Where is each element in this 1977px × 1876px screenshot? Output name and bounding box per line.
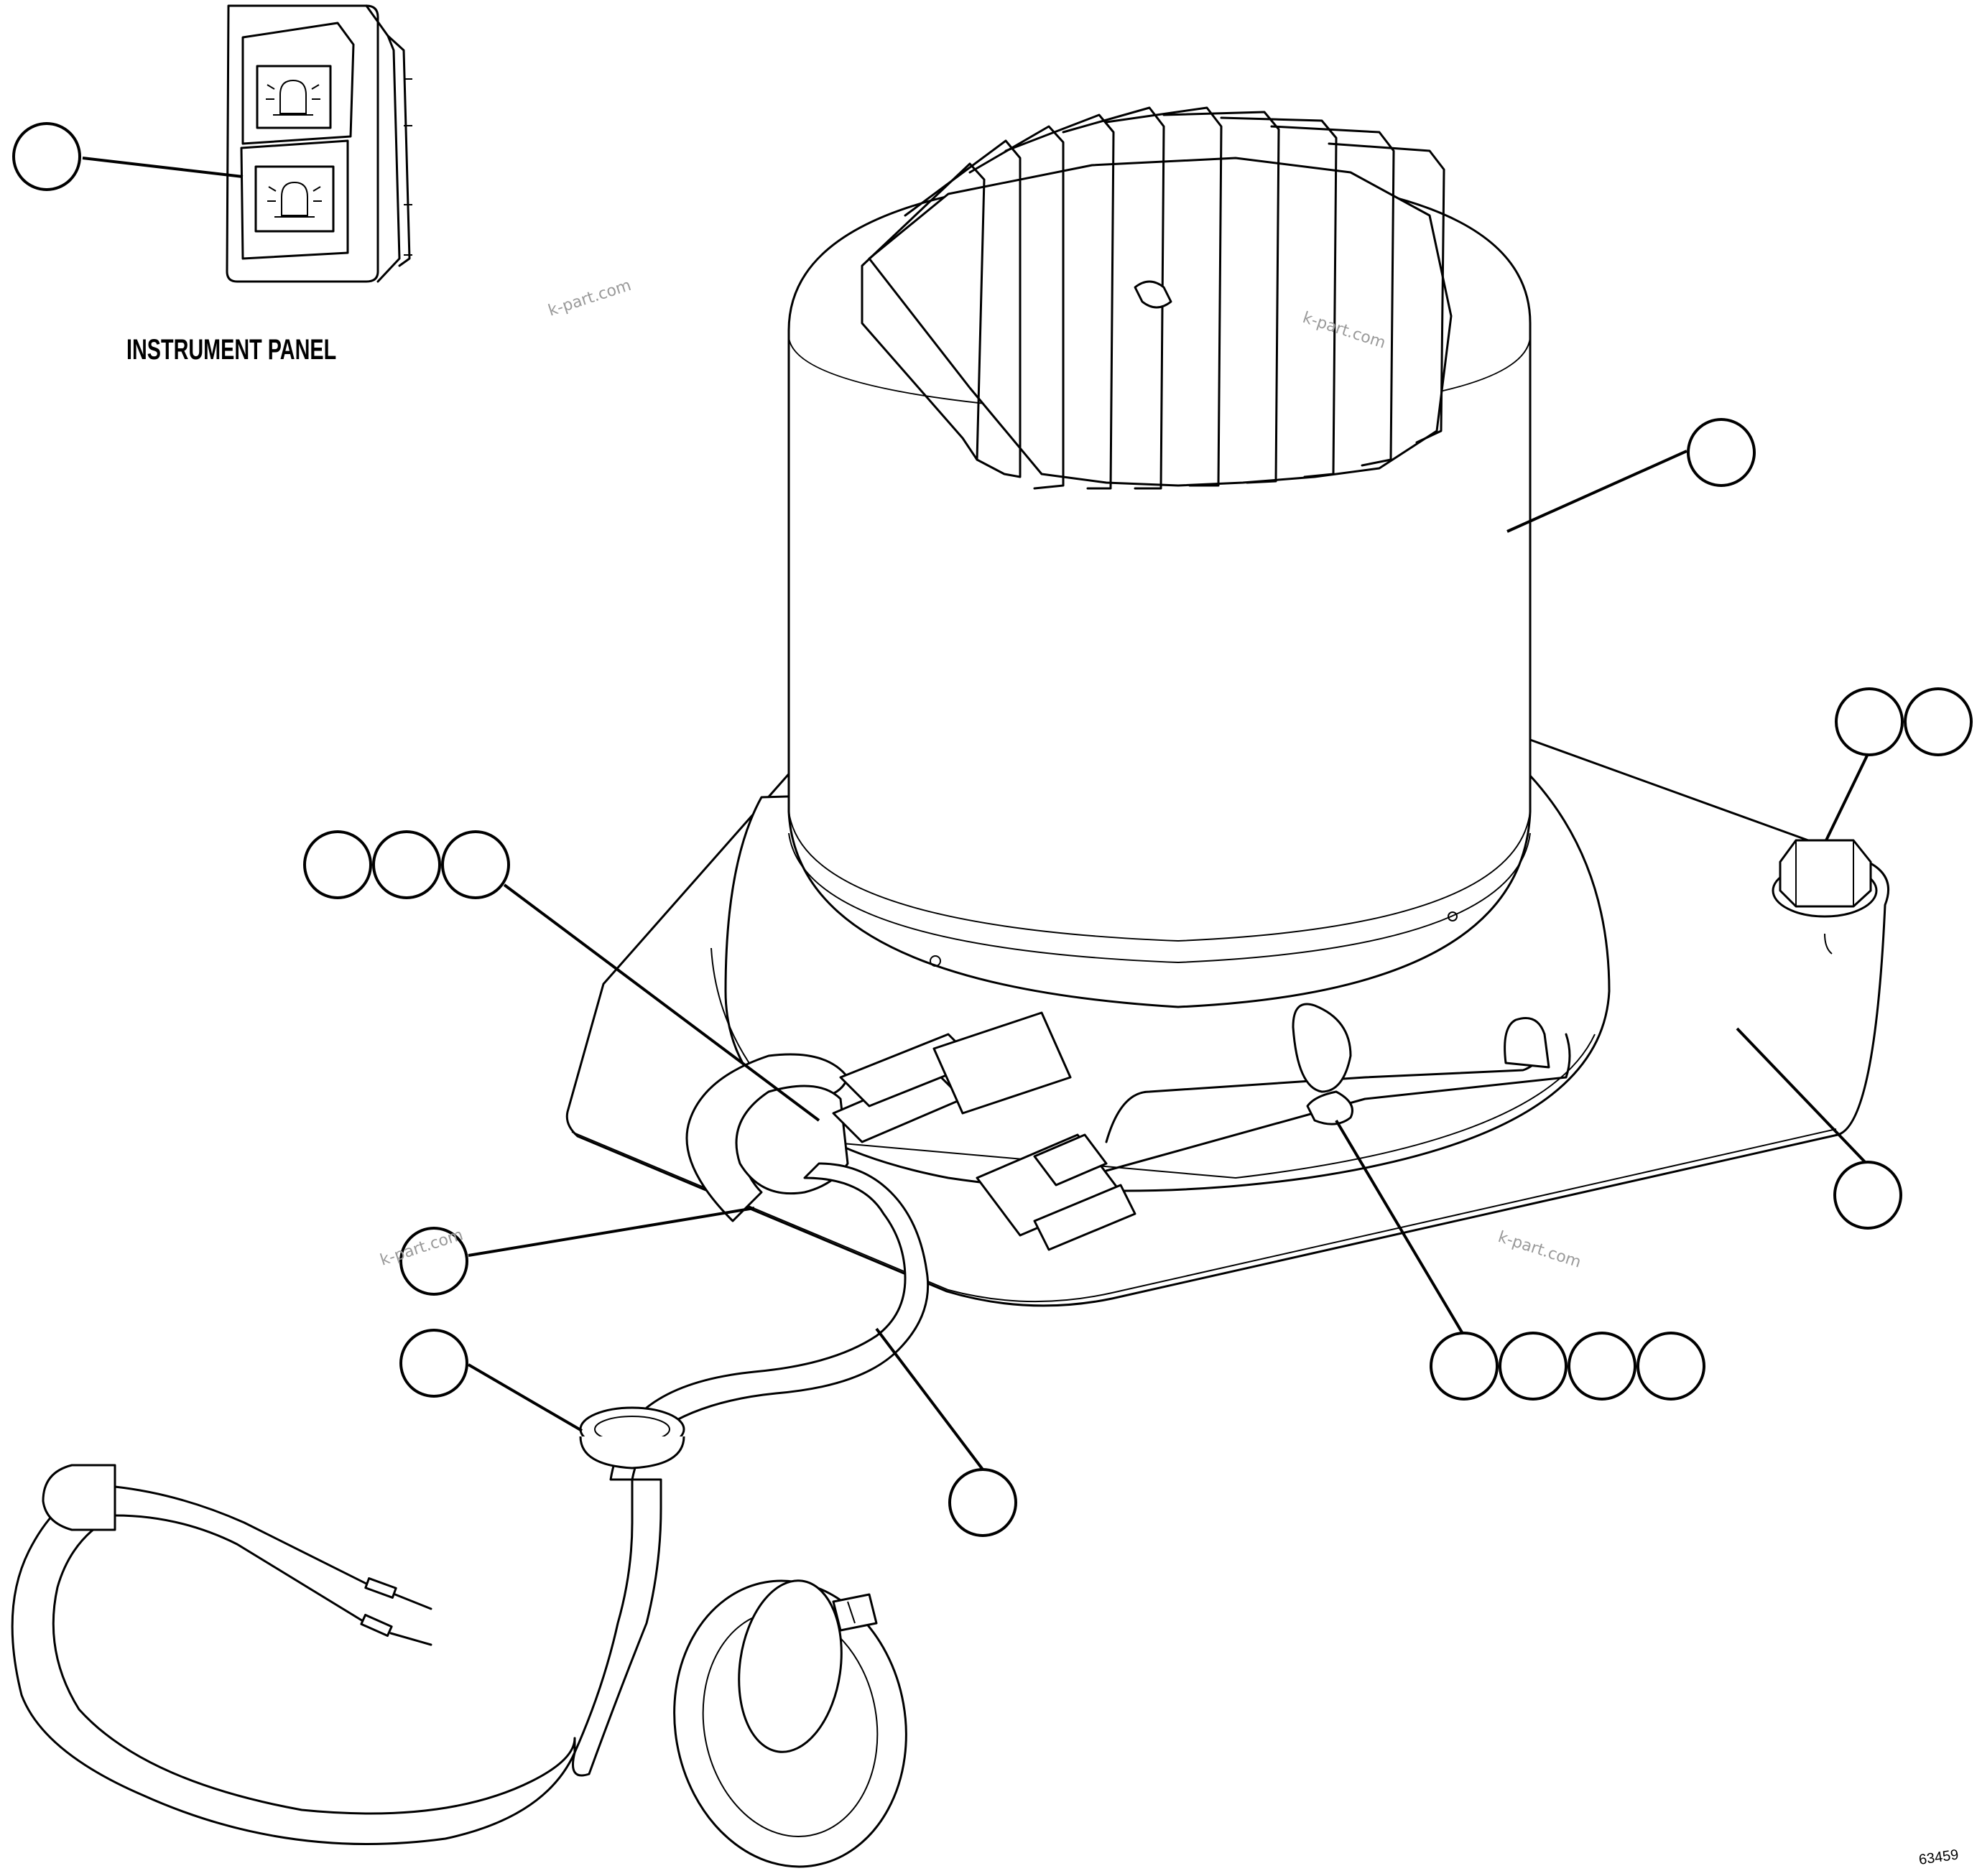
callout-bubble (303, 830, 372, 899)
watermark: k-part.com (546, 277, 634, 320)
callout-bubble (1833, 1161, 1902, 1230)
callout-bubble (372, 830, 441, 899)
beacon-light-symbol-icon (266, 79, 320, 116)
callout-bubble (948, 1468, 1017, 1537)
hex-bolt-icon (1772, 839, 1878, 955)
grommet-icon (579, 1406, 685, 1469)
beacon-light-symbol-icon (267, 181, 322, 218)
wire-ends (114, 1485, 432, 1646)
callout-bubble (1904, 687, 1973, 756)
callout-bubble (441, 830, 510, 899)
cable-run (11, 1464, 662, 1845)
callout-bubble (399, 1227, 468, 1296)
callout-bubble (1687, 418, 1756, 487)
callout-bubble (399, 1329, 468, 1398)
connector-icon (832, 1011, 1136, 1251)
callout-bubble (1430, 1332, 1499, 1401)
hose-clamp-icon (673, 1579, 907, 1868)
wire-harness-icon (609, 1003, 1571, 1481)
cooling-fins (861, 106, 1453, 490)
callout-bubble (1568, 1332, 1636, 1401)
callout-bubble (12, 122, 81, 191)
watermark: k-part.com (1496, 1228, 1583, 1272)
callout-bubble (1499, 1332, 1568, 1401)
leader-lines (82, 157, 1869, 1471)
rocker-switch-icon (226, 4, 412, 283)
callout-bubble (1835, 687, 1904, 756)
caption-instrument-panel: INSTRUMENT PANEL (126, 333, 336, 366)
figure-number: 63459 (1918, 1847, 1960, 1868)
callout-bubble (1636, 1332, 1705, 1401)
callout-bubbles (12, 122, 1973, 1537)
